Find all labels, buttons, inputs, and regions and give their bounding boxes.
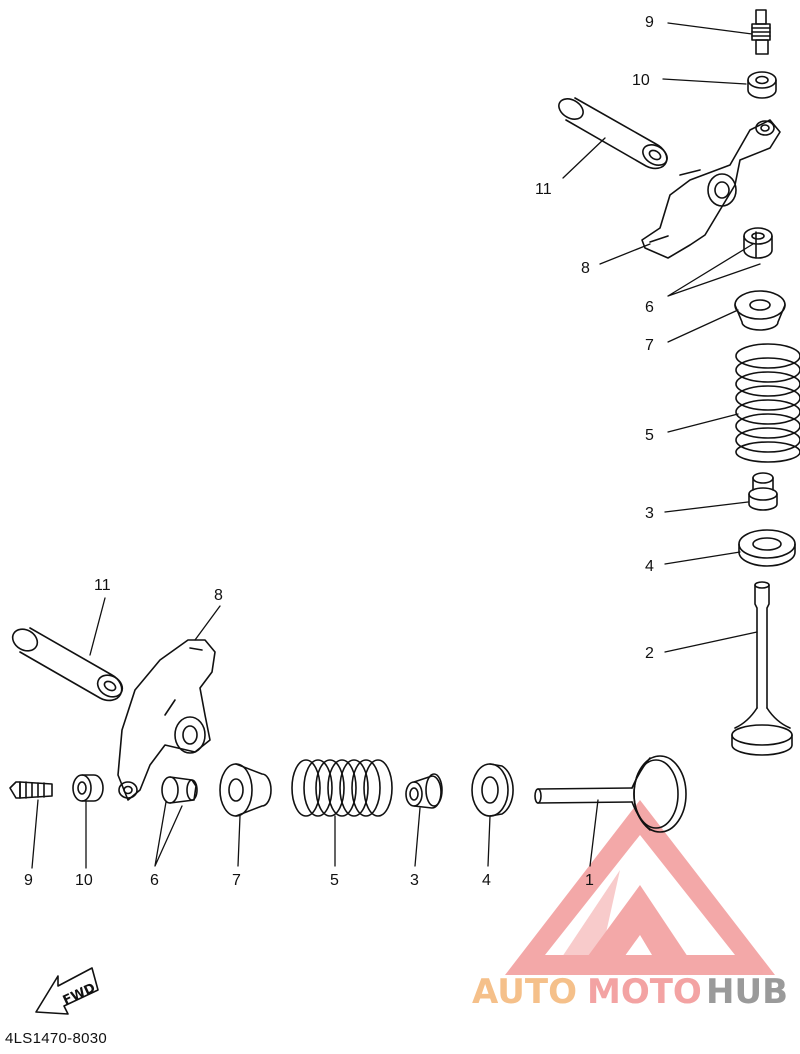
nut-part: [747, 71, 777, 99]
valve-part: [731, 581, 793, 756]
label-7-upper: 7: [645, 337, 654, 354]
label-4-lower: 4: [482, 872, 491, 889]
rocker-arm-part-lower: [117, 639, 216, 801]
nut-part-lower: [72, 774, 104, 802]
label-11-lower: 11: [94, 577, 111, 594]
labels-upper: 9 10 11 8 6 7 5 3 4 2: [535, 14, 654, 662]
label-3-lower: 3: [410, 872, 419, 889]
spring-seat-part: [738, 529, 796, 567]
valve-spring-part: [735, 343, 800, 463]
watermark-hub: HUB: [706, 972, 788, 1012]
rocker-shaft-part-lower: [11, 627, 124, 702]
leader-lines-upper: [562, 22, 761, 653]
label-4-upper: 4: [645, 558, 654, 575]
label-6-upper: 6: [645, 299, 654, 316]
adjusting-screw-part-lower: [9, 781, 53, 799]
label-8-upper: 8: [581, 260, 590, 277]
label-10-lower: 10: [75, 872, 93, 889]
label-9-upper: 9: [645, 14, 654, 31]
label-8-lower: 8: [214, 587, 223, 604]
watermark-text: AUTO MOTO HUB: [472, 972, 788, 1012]
valve-retainer-part-lower: [219, 763, 272, 817]
valve-stem-seal-part-lower: [405, 773, 443, 809]
rocker-arm-part: [641, 119, 781, 259]
label-11-upper: 11: [535, 181, 552, 198]
adjusting-screw-part: [751, 9, 771, 55]
fwd-arrow: FWD: [35, 967, 99, 1015]
watermark-moto: MOTO: [587, 972, 702, 1012]
valve-retainer-part: [734, 290, 786, 331]
rocker-shaft-part: [558, 97, 668, 170]
labels-lower: 11 8 9 10 6 7 5 3 4 1: [24, 577, 594, 889]
diagram-code: 4LS1470-8030: [5, 1030, 108, 1047]
watermark-logo: [505, 800, 775, 975]
label-1-lower: 1: [585, 872, 594, 889]
label-3-upper: 3: [645, 505, 654, 522]
label-10-upper: 10: [632, 72, 650, 89]
label-2-upper: 2: [645, 645, 654, 662]
valve-stem-seal-part: [748, 472, 778, 511]
leader-lines-lower: [31, 597, 599, 869]
label-5-lower: 5: [330, 872, 339, 889]
label-5-upper: 5: [645, 427, 654, 444]
valve-spring-part-lower: [291, 759, 393, 817]
label-9-lower: 9: [24, 872, 33, 889]
watermark-auto: AUTO: [472, 972, 577, 1012]
valve-cotter-part-lower: [161, 776, 198, 804]
label-6-lower: 6: [150, 872, 159, 889]
valve-cotter-part: [743, 227, 773, 259]
valve-part-lower: [534, 755, 687, 833]
label-7-lower: 7: [232, 872, 241, 889]
spring-seat-part-lower: [471, 763, 514, 817]
